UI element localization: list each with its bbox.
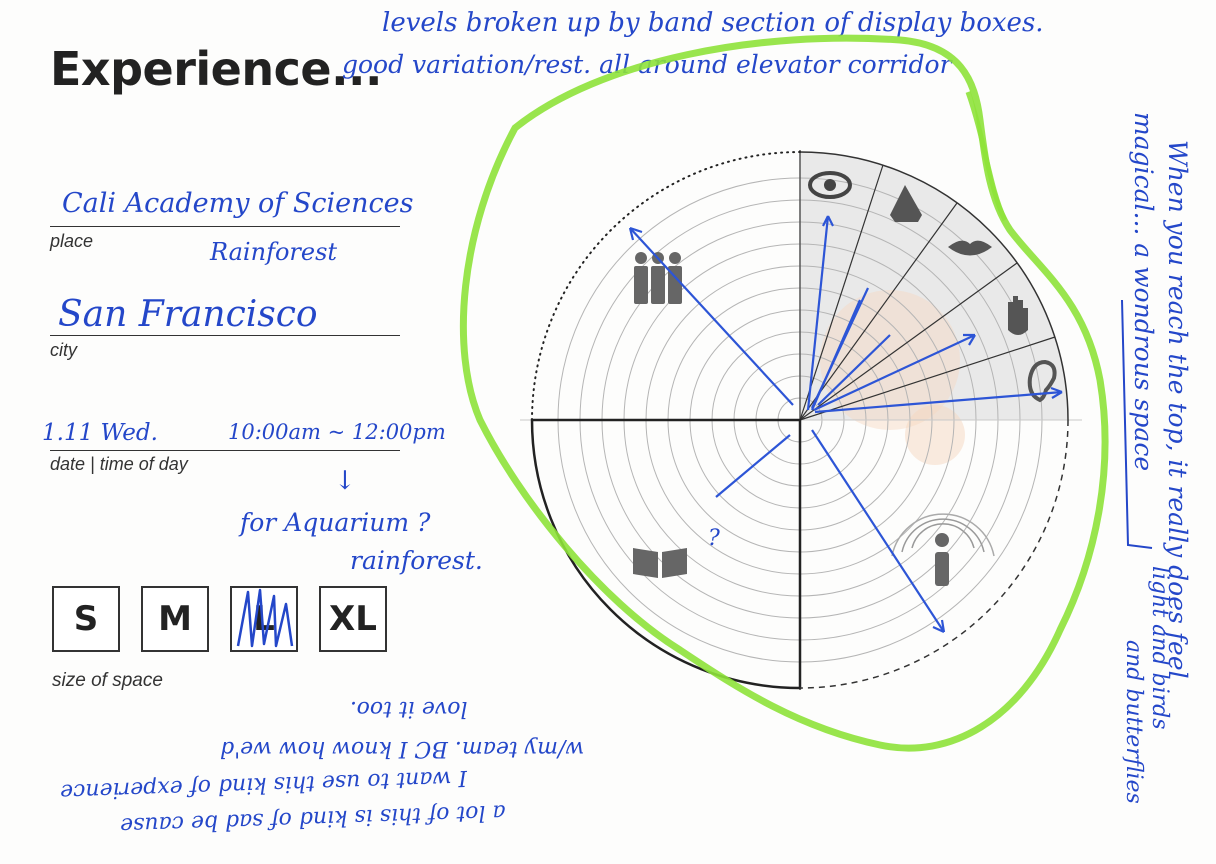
highlighter-loop bbox=[459, 34, 1109, 752]
info-person-icon bbox=[891, 513, 995, 586]
senses-quadrant-shade bbox=[800, 152, 1068, 420]
date-note-1: for Aquarium ? bbox=[240, 508, 431, 537]
city-label: city bbox=[50, 340, 77, 360]
hand-icon bbox=[1008, 296, 1028, 335]
book-icon bbox=[633, 548, 687, 578]
highlighter-stroke bbox=[965, 91, 1008, 222]
top-annotation-1: levels broken up by band section of disp… bbox=[382, 8, 1044, 38]
nose-icon bbox=[890, 185, 922, 222]
people-icon bbox=[634, 252, 682, 304]
date-value: 1.11 Wed. bbox=[42, 420, 158, 446]
place-value: Cali Academy of Sciences bbox=[62, 188, 414, 219]
lips-icon bbox=[948, 240, 992, 256]
sense-wedge-dividers bbox=[799, 164, 1056, 421]
date-label: date | time of day bbox=[50, 454, 188, 474]
page-title: Experience... bbox=[50, 42, 383, 96]
experience-vectors bbox=[628, 215, 1063, 634]
place-line bbox=[50, 226, 400, 227]
time-value: 10:00am ~ 12:00pm bbox=[228, 420, 446, 444]
eye-icon bbox=[808, 171, 852, 199]
date-note-2: rainforest. bbox=[350, 546, 483, 575]
down-arrow-icon: ↓ bbox=[334, 466, 356, 496]
annotation-bracket bbox=[1121, 299, 1153, 549]
info-arc bbox=[799, 419, 1069, 689]
size-option-l-label: L bbox=[253, 599, 275, 639]
senses-arc bbox=[799, 151, 1069, 421]
size-selected-scribble bbox=[236, 588, 294, 648]
ear-icon bbox=[1027, 359, 1057, 403]
size-option-s[interactable]: S bbox=[52, 586, 120, 652]
learning-quadrant bbox=[530, 418, 802, 690]
social-arc bbox=[531, 151, 801, 421]
city-value: San Francisco bbox=[58, 294, 318, 335]
size-label: size of space bbox=[52, 670, 163, 691]
warm-spot-2 bbox=[905, 405, 965, 465]
place-label: place bbox=[50, 231, 94, 251]
city-line bbox=[50, 335, 400, 336]
date-line bbox=[50, 450, 400, 451]
place-note: Rainforest bbox=[210, 238, 338, 266]
size-option-xl[interactable]: XL bbox=[319, 586, 387, 652]
size-option-m[interactable]: M bbox=[141, 586, 209, 652]
quadrant-note: ? bbox=[708, 526, 720, 551]
